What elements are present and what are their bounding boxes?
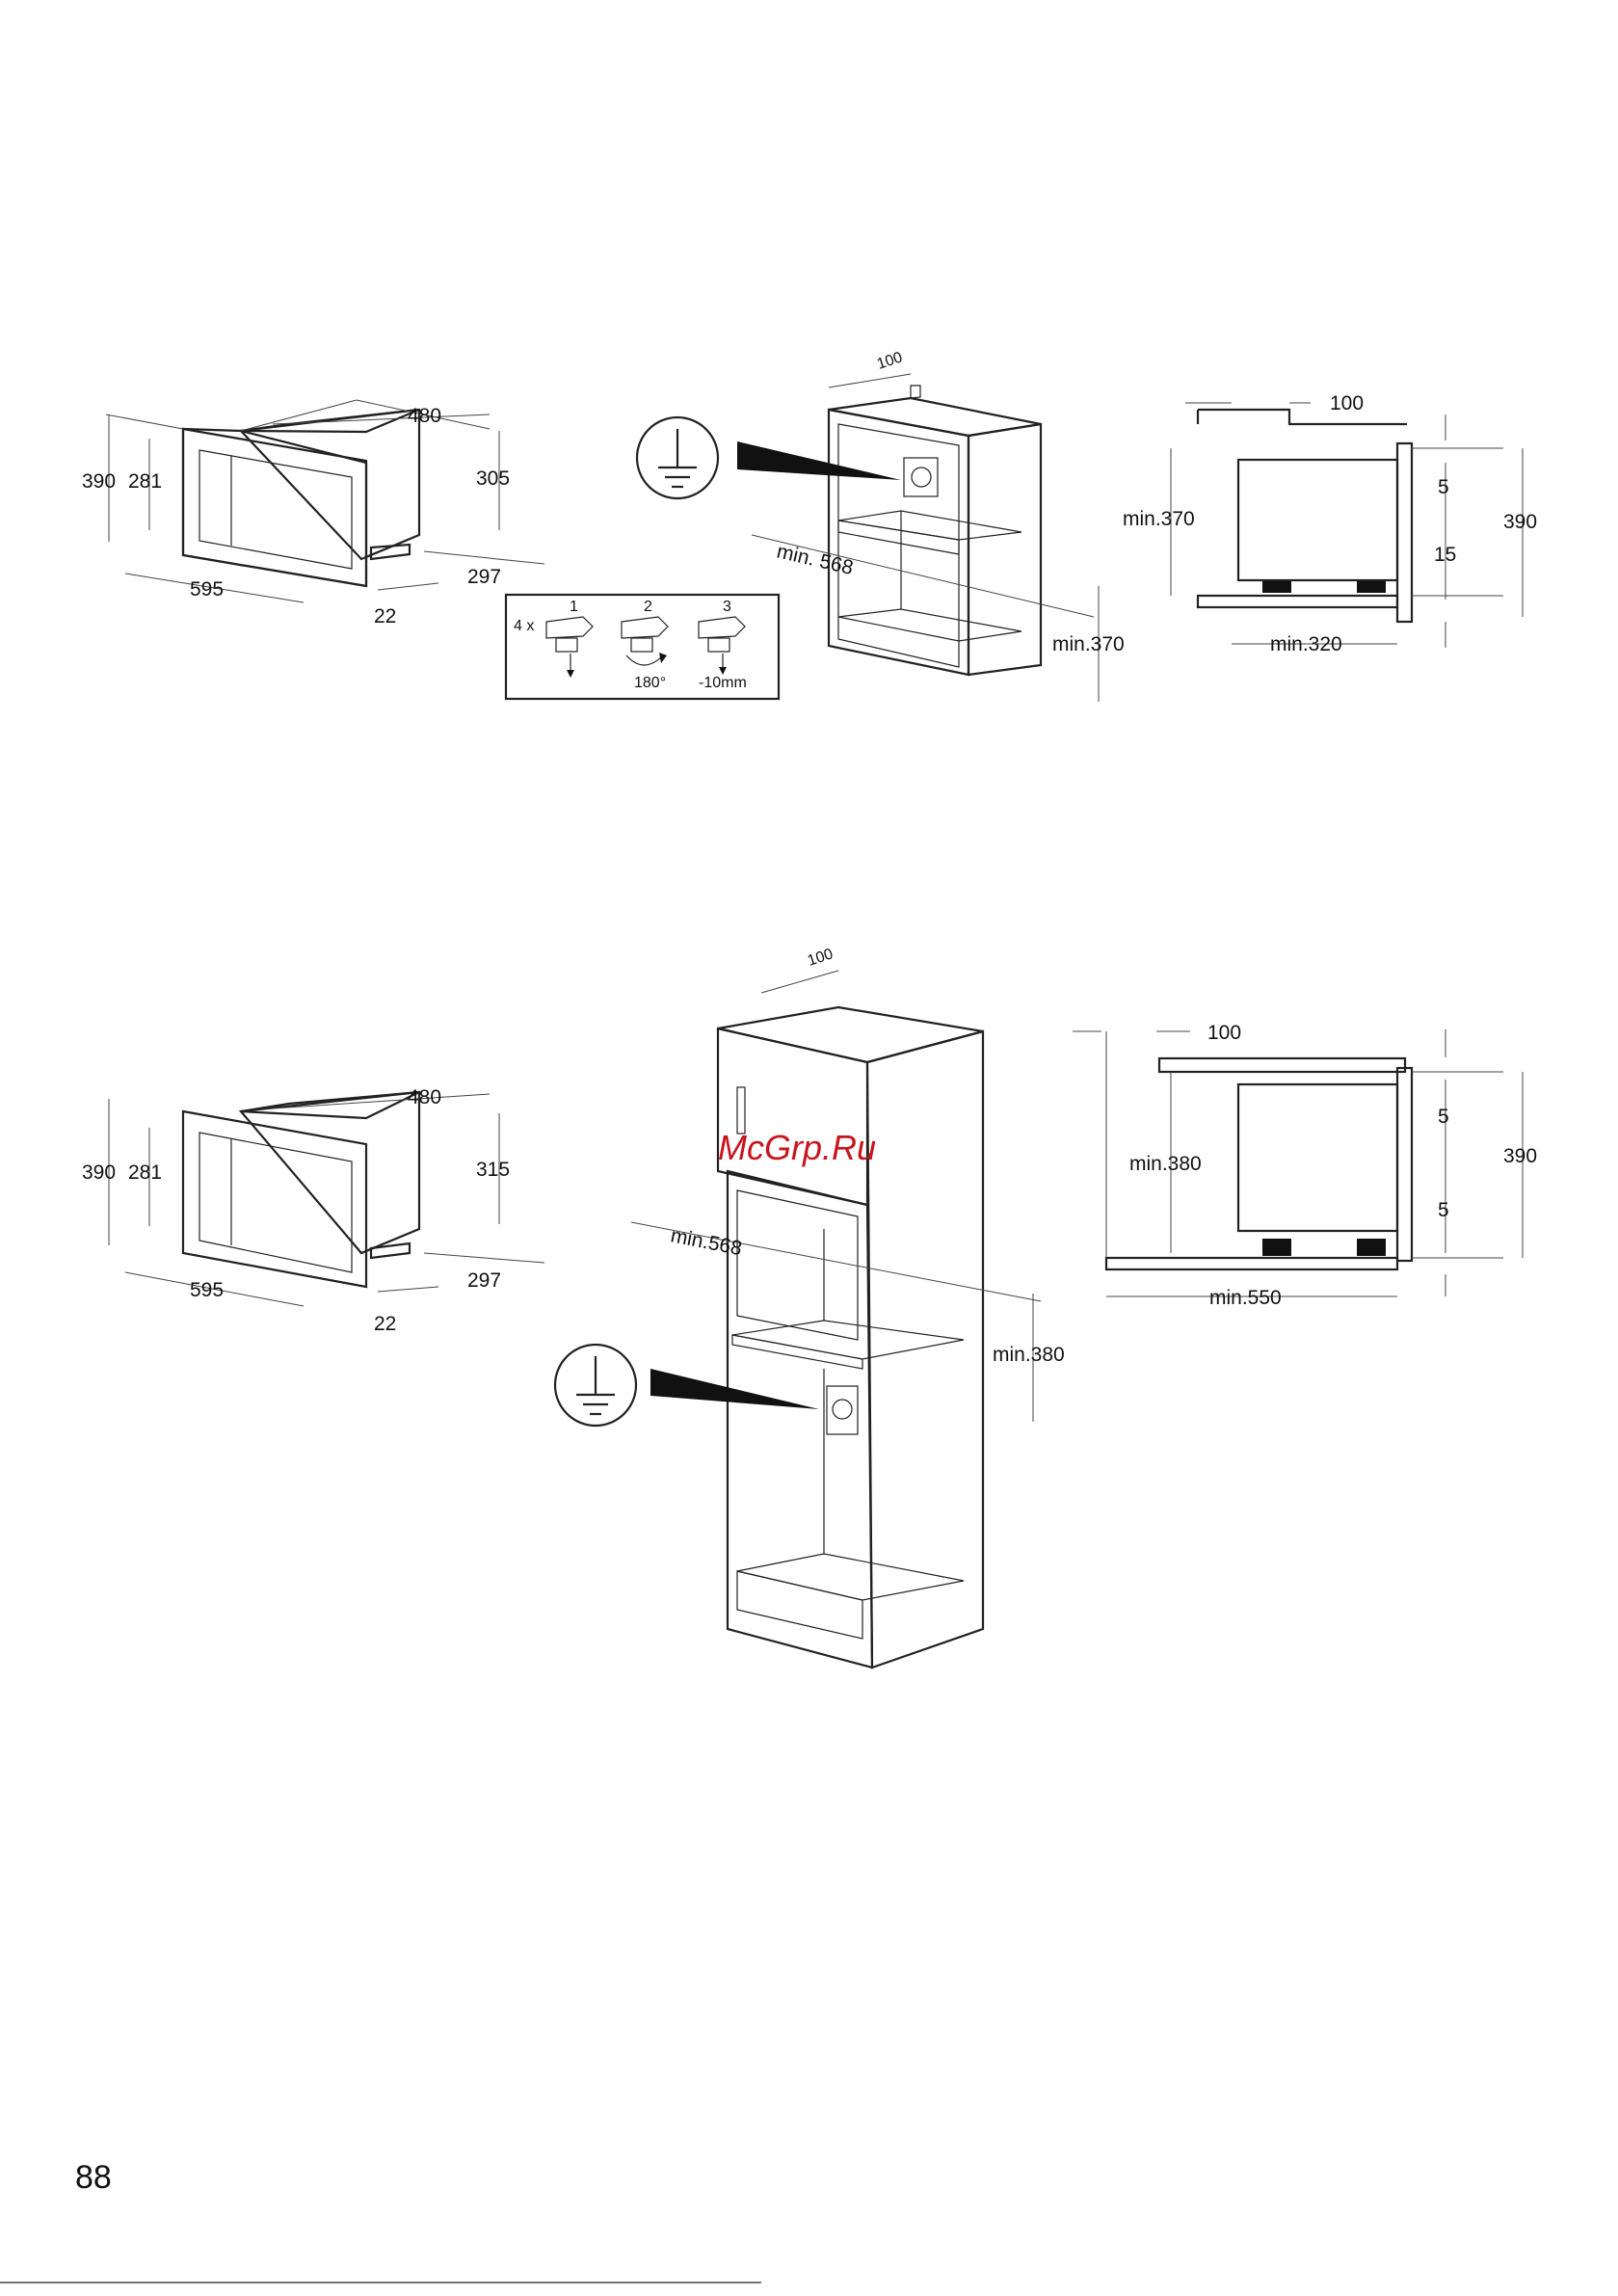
ground-symbol-icon bbox=[637, 417, 718, 498]
foot-rotate-icon bbox=[622, 617, 668, 665]
bottom-side-min-depth: min.550 bbox=[1209, 1287, 1282, 1309]
step-1-number: 1 bbox=[570, 599, 578, 615]
step-2-number: 2 bbox=[644, 599, 652, 615]
step-3-lower: -10mm bbox=[699, 675, 747, 691]
top-cabinet-min-height: min.370 bbox=[1052, 633, 1125, 655]
arrow-icon bbox=[737, 441, 901, 480]
top-side-gap-upper: 5 bbox=[1438, 476, 1449, 498]
top-cabinet-drawing: 100 min. 568 min.370 bbox=[637, 349, 1125, 702]
bottom-appliance-inner-height: 281 bbox=[128, 1161, 162, 1184]
bottom-side-height: 390 bbox=[1503, 1145, 1537, 1167]
bottom-cabinet-min-width: min.568 bbox=[669, 1224, 744, 1260]
page-number: 88 bbox=[75, 2159, 112, 2196]
bottom-appliance-height: 390 bbox=[82, 1161, 116, 1184]
top-appliance-height: 390 bbox=[82, 470, 116, 493]
bottom-side-min-height: min.380 bbox=[1129, 1153, 1202, 1175]
bottom-appliance-depth: 480 bbox=[408, 1086, 441, 1108]
bottom-side-section: 100 min.380 5 5 390 min.550 bbox=[1073, 1022, 1537, 1309]
top-cabinet-top-gap: 100 bbox=[875, 349, 905, 372]
top-appliance-depth: 480 bbox=[408, 405, 441, 427]
top-side-section: 100 min.370 5 15 390 min.320 bbox=[1123, 392, 1537, 655]
socket-icon bbox=[904, 458, 938, 496]
top-appliance-inner-height: 281 bbox=[128, 470, 162, 493]
bottom-side-top-gap: 100 bbox=[1207, 1022, 1241, 1044]
top-steps-box: 4 x 1 2 3 180° -10mm bbox=[506, 595, 779, 699]
ground-symbol-icon bbox=[555, 1345, 636, 1426]
bottom-side-gap-upper: 5 bbox=[1438, 1106, 1449, 1128]
watermark-text: McGrp.Ru bbox=[718, 1128, 876, 1167]
bottom-appliance-width: 595 bbox=[190, 1279, 224, 1301]
top-appliance-body-depth: 297 bbox=[467, 566, 501, 588]
top-side-gap-lower: 15 bbox=[1434, 544, 1456, 566]
top-appliance-body-height: 305 bbox=[476, 467, 510, 490]
top-cabinet-min-width: min. 568 bbox=[775, 540, 856, 579]
top-appliance-front-offset: 22 bbox=[374, 605, 396, 627]
bottom-cabinet-top-gap: 100 bbox=[806, 946, 836, 969]
top-side-min-height: min.370 bbox=[1123, 508, 1195, 530]
top-side-height: 390 bbox=[1503, 511, 1537, 533]
top-side-top-gap: 100 bbox=[1330, 392, 1364, 414]
bottom-appliance-front-offset: 22 bbox=[374, 1313, 396, 1335]
top-side-min-depth: min.320 bbox=[1270, 633, 1342, 655]
foot-icon bbox=[546, 617, 593, 678]
bottom-cabinet-drawing: 100 min.568 min.380 bbox=[555, 946, 1065, 1668]
bottom-appliance-body-depth: 297 bbox=[467, 1269, 501, 1292]
socket-icon bbox=[827, 1386, 858, 1434]
top-appliance-drawing: 480 390 281 305 297 595 22 bbox=[82, 400, 544, 627]
top-appliance-width: 595 bbox=[190, 578, 224, 601]
foot-lower-icon bbox=[699, 617, 745, 675]
bottom-side-gap-lower: 5 bbox=[1438, 1199, 1449, 1221]
step-2-rotate: 180° bbox=[634, 675, 666, 691]
steps-count: 4 x bbox=[514, 618, 534, 634]
bottom-cabinet-min-height: min.380 bbox=[993, 1344, 1065, 1366]
step-3-number: 3 bbox=[723, 599, 731, 615]
arrow-icon bbox=[650, 1369, 819, 1409]
bottom-appliance-drawing: 480 390 281 315 297 595 22 bbox=[82, 1086, 544, 1335]
bottom-appliance-body-height: 315 bbox=[476, 1159, 510, 1181]
